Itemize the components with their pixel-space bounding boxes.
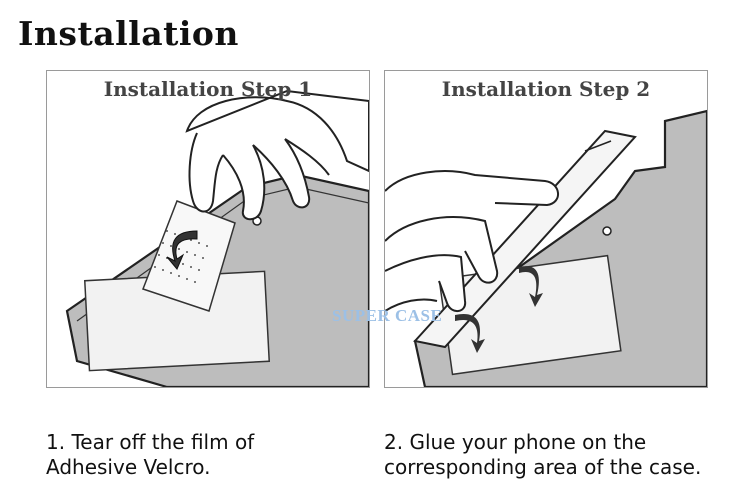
curved-arrow-icon: [455, 314, 485, 353]
step2-heading: Installation Step 2: [441, 77, 651, 101]
step2-illustration: [385, 109, 707, 387]
step1-caption-line-1: 1. Tear off the film of: [46, 430, 255, 454]
hand-icon: [385, 170, 559, 312]
step1-panel: Installation Step 1: [46, 70, 370, 388]
curved-arrow-icon: [166, 230, 198, 270]
curved-arrow-icon: [519, 266, 543, 307]
velcro-film-icon: [142, 200, 236, 312]
step2-panel: Installation Step 2: [384, 70, 708, 388]
hand-icon: [185, 89, 369, 221]
step2-caption-line-1: 2. Glue your phone on the: [384, 430, 647, 454]
watermark-text: SUPER CASE: [332, 306, 443, 325]
step1-caption-line-2: Adhesive Velcro.: [46, 455, 211, 479]
step1-heading: Installation Step 1: [103, 77, 313, 101]
step1-caption: 1. Tear off the film of Adhesive Velcro.: [46, 430, 366, 480]
step2-caption: 2. Glue your phone on the corresponding …: [384, 430, 744, 480]
step1-illustration: [65, 89, 369, 387]
step2-caption-line-2: corresponding area of the case.: [384, 455, 702, 479]
page-title: Installation: [18, 14, 239, 53]
